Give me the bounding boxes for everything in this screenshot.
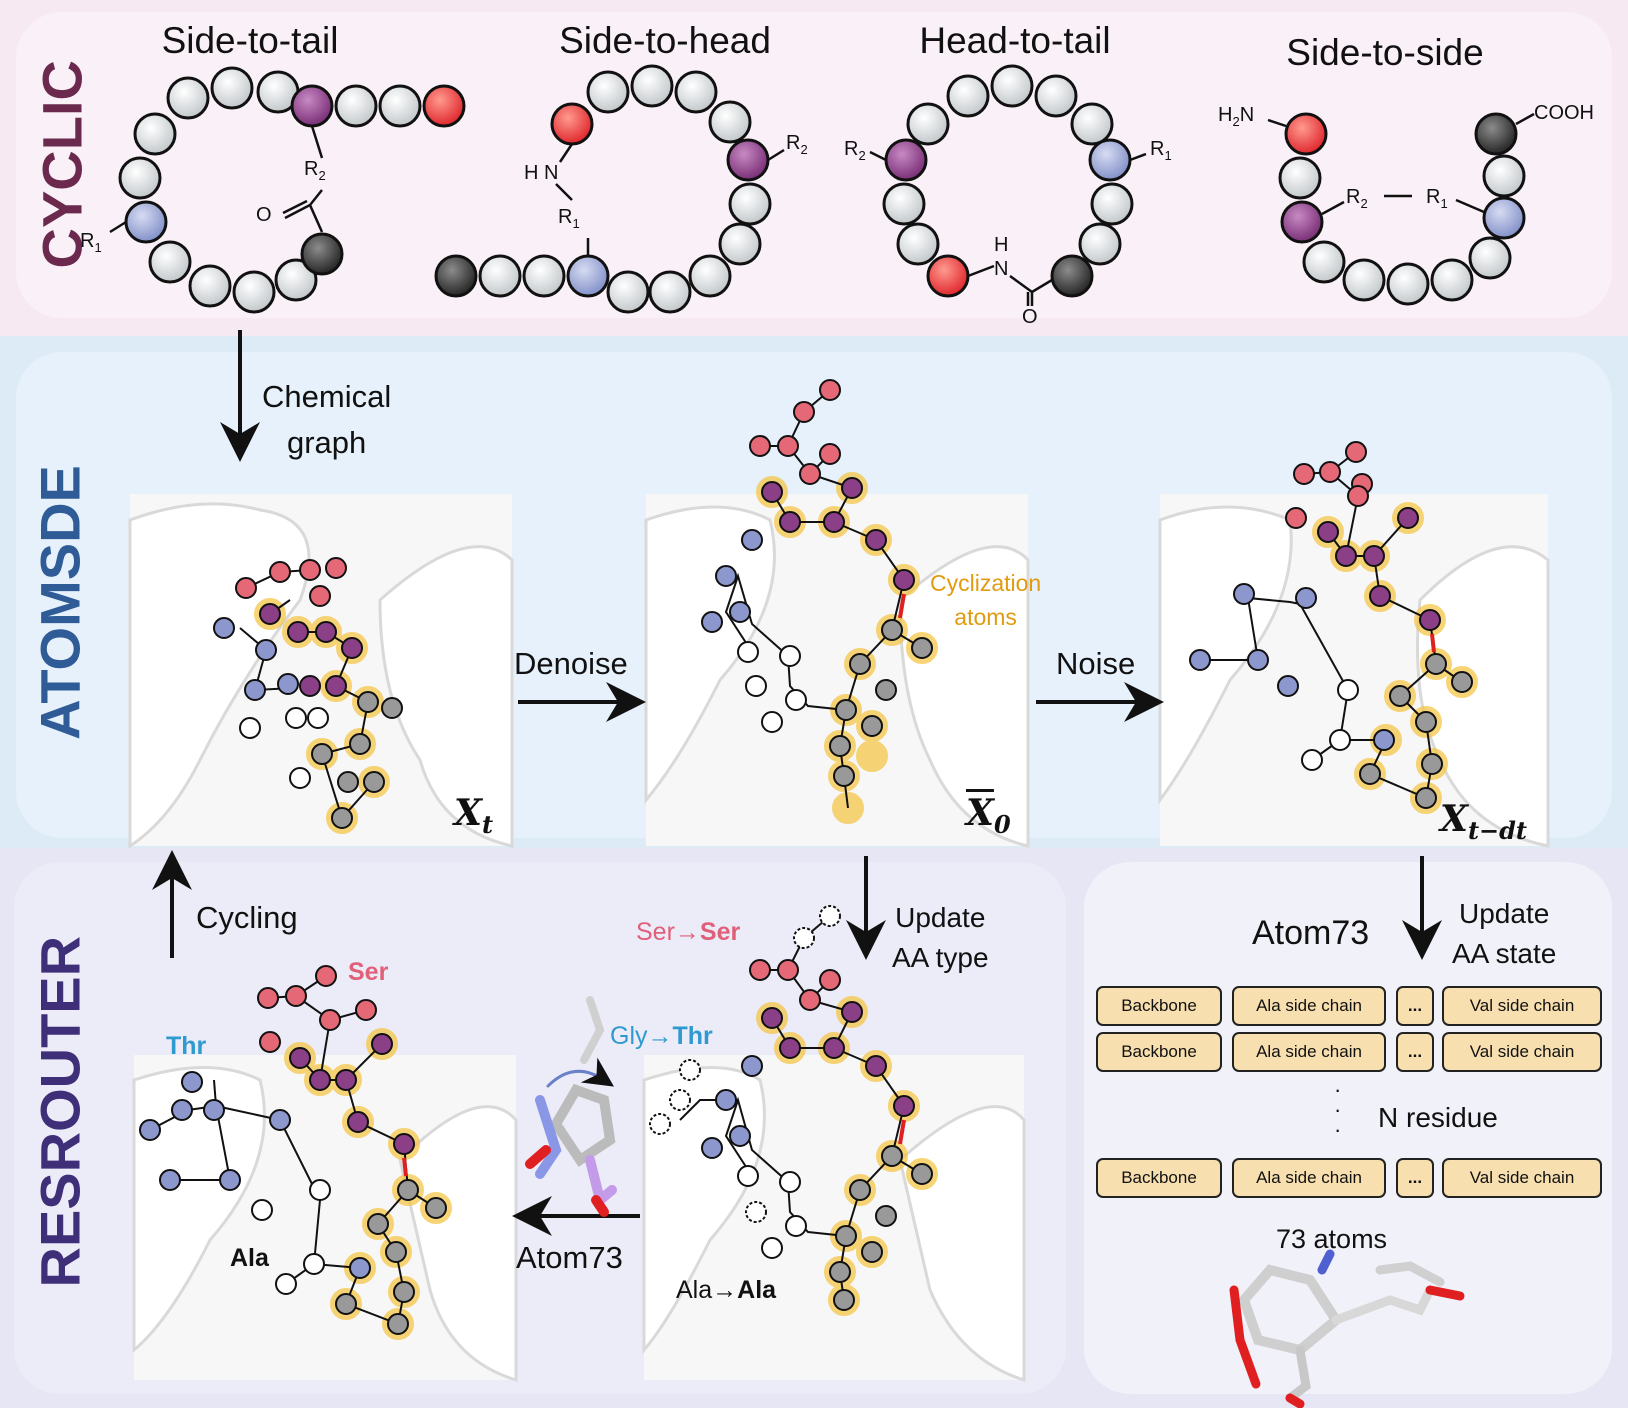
backbone-box: Backbone <box>1096 986 1222 1026</box>
atom73-arrow-label: Atom73 <box>516 1240 623 1275</box>
ser-label: Ser <box>348 958 389 986</box>
h-label-head-to-tail: H <box>994 234 1009 256</box>
flow-arrows <box>152 330 1442 1236</box>
o-label-side-to-tail: O <box>256 204 272 226</box>
residue-swap-model <box>525 996 617 1217</box>
n-residue-label: N residue <box>1378 1102 1498 1133</box>
r2-label-head-to-tail: R2 <box>844 138 866 163</box>
r2-label-side-to-tail: R2 <box>304 158 326 183</box>
atom73-title: Atom73 <box>1252 914 1370 952</box>
vertical-dots: ··· <box>1334 1077 1342 1142</box>
o-label-head-to-tail: O <box>1022 306 1038 328</box>
x0-symbol: X0 <box>966 792 1011 840</box>
ala-label: Ala <box>230 1244 269 1272</box>
ellipsis-box: ... <box>1396 986 1434 1026</box>
protein-surface <box>128 502 1550 1383</box>
xt-symbol: Xt <box>454 792 494 840</box>
r1-label-head-to-tail: R1 <box>1150 138 1172 163</box>
backbone-box: Backbone <box>1096 1032 1222 1072</box>
denoise-label: Denoise <box>514 646 628 681</box>
side-to-head-molecule <box>434 64 785 314</box>
val-side-chain-box: Val side chain <box>1442 1158 1602 1198</box>
ser-change-label: Ser→Ser <box>636 918 741 946</box>
xtdt-atom-graph <box>1189 441 1478 814</box>
ala-change-label: Ala→Ala <box>676 1276 777 1304</box>
cycling-label: Cycling <box>196 900 298 935</box>
r1-label-side-to-head: R1 <box>558 206 580 231</box>
resrouter-left-atom-graph <box>139 965 452 1340</box>
ala-side-chain-box: Ala side chain <box>1232 1032 1386 1072</box>
atom73-stick-model <box>1229 1249 1465 1408</box>
val-side-chain-box: Val side chain <box>1442 1032 1602 1072</box>
xtdt-symbol: Xt−dt <box>1440 798 1527 846</box>
ellipsis-box: ... <box>1396 1032 1434 1072</box>
cooh-label: COOH <box>1534 102 1594 124</box>
r1-label-side-to-side: R1 <box>1426 186 1448 211</box>
thr-label: Thr <box>166 1032 207 1060</box>
side-to-head-title: Side-to-head <box>559 20 771 61</box>
ala-side-chain-box: Ala side chain <box>1232 1158 1386 1198</box>
r2-label-side-to-side: R2 <box>1346 186 1368 211</box>
r2-label-side-to-head: R2 <box>786 132 808 157</box>
head-to-tail-title: Head-to-tail <box>919 20 1111 61</box>
hn-label-side-to-head: H N <box>524 162 559 184</box>
side-to-tail-molecule <box>109 66 466 314</box>
side-to-side-title: Side-to-side <box>1286 32 1484 73</box>
side-to-side-molecule <box>1267 112 1535 306</box>
resrouter-right-atom-graph <box>649 905 938 1316</box>
ala-side-chain-box: Ala side chain <box>1232 986 1386 1026</box>
x0-atom-graph <box>701 379 938 824</box>
ellipsis-box: ... <box>1396 1158 1434 1198</box>
73-atoms-label: 73 atoms <box>1276 1224 1388 1254</box>
r1-label-side-to-tail: R1 <box>80 230 102 255</box>
h2n-label: H2N <box>1218 104 1255 129</box>
gly-change-label: Gly→Thr <box>610 1022 713 1050</box>
head-to-tail-molecule <box>869 64 1147 306</box>
noise-label: Noise <box>1056 646 1136 681</box>
n-label-head-to-tail: N <box>994 258 1009 280</box>
backbone-box: Backbone <box>1096 1158 1222 1198</box>
side-to-tail-title: Side-to-tail <box>161 20 339 61</box>
val-side-chain-box: Val side chain <box>1442 986 1602 1026</box>
xt-atom-graph <box>213 557 403 834</box>
atom73-panel <box>1084 862 1612 1394</box>
